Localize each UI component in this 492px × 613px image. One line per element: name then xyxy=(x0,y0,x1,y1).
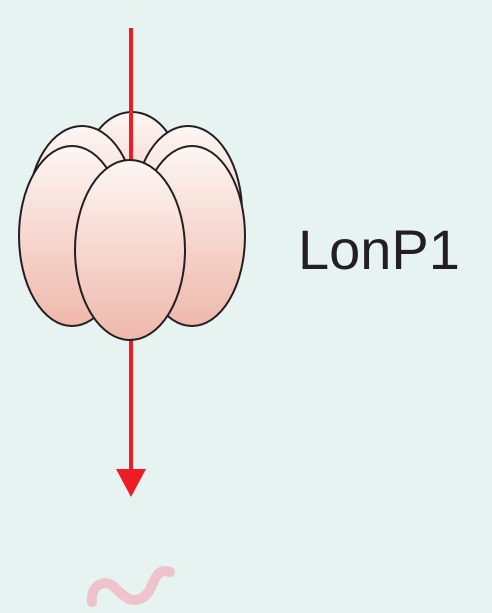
protease-subunit-front xyxy=(75,160,185,340)
protein-label: LonP1 xyxy=(298,222,460,278)
translocation-arrow-head xyxy=(116,469,146,497)
peptide-fragment-icon xyxy=(92,571,170,602)
